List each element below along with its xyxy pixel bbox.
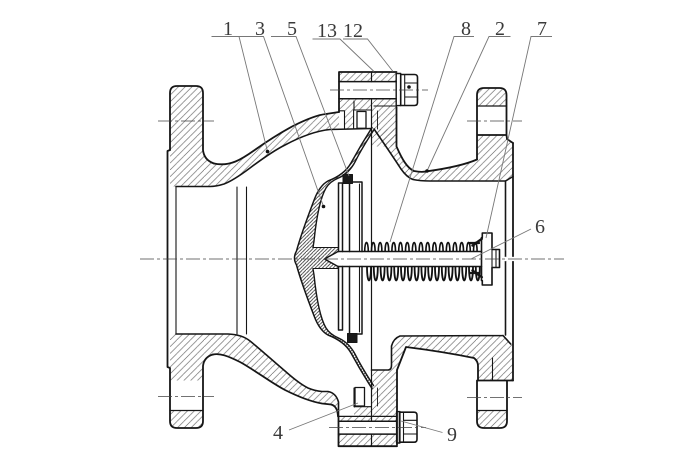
svg-text:12: 12	[343, 20, 363, 42]
svg-text:1: 1	[223, 18, 233, 40]
svg-text:5: 5	[287, 18, 297, 40]
svg-text:2: 2	[495, 18, 505, 40]
svg-text:6: 6	[535, 216, 545, 238]
svg-text:4: 4	[273, 422, 283, 444]
svg-text:7: 7	[537, 18, 547, 40]
svg-text:9: 9	[447, 424, 457, 446]
svg-text:13: 13	[317, 20, 337, 42]
svg-text:3: 3	[255, 18, 265, 40]
svg-text:8: 8	[461, 18, 471, 40]
